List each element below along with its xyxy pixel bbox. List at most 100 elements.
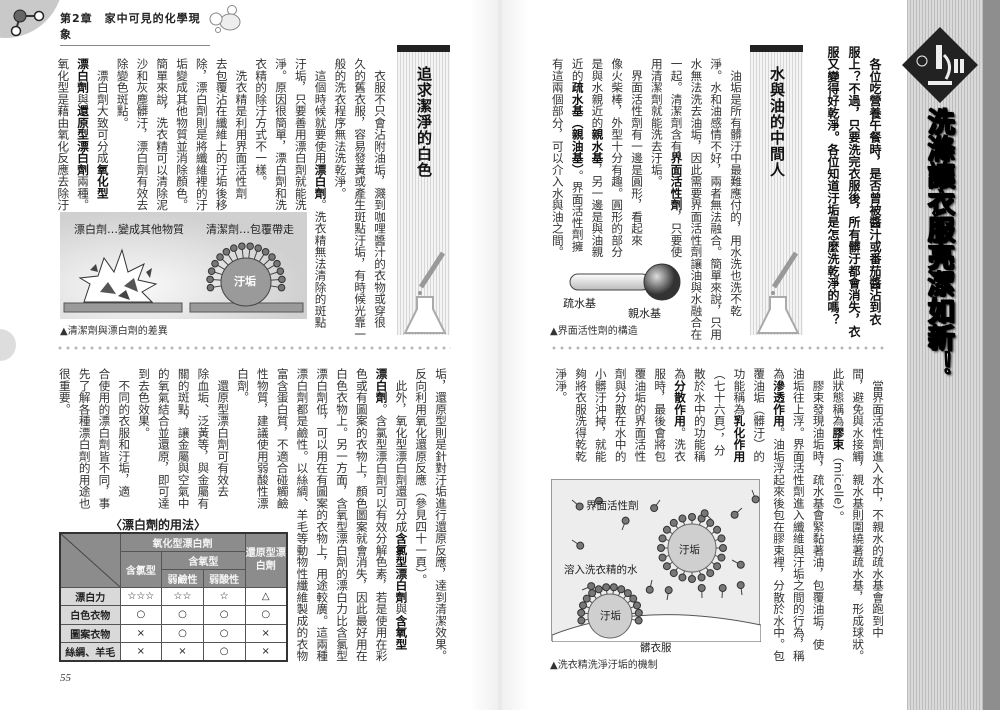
table-cell: ○	[202, 642, 246, 662]
hydrophobic-label: 疏水基	[563, 297, 596, 310]
row-label: 白色衣物	[59, 605, 121, 625]
text-run: 除血垢、泛黃等，與金屬有	[196, 368, 211, 509]
text-run: 關的斑點，讓金屬與空氣中	[176, 368, 191, 509]
surfactant-illustration	[569, 263, 681, 301]
text-column: 油垢往上浮。界面活性劑進入纖維與汙垢之間的行為，稱	[788, 368, 808, 662]
text-column: 簡單來說，洗衣精可以清除泥	[151, 58, 171, 340]
text-run: 此狀態稱為	[831, 368, 846, 427]
text-column: 洗衣精是利用界面活性劑	[231, 58, 251, 340]
text-run: 般的洗衣程序無法洗乾淨。	[333, 58, 348, 199]
text-run: 性物質，建議使用弱酸性漂	[255, 368, 270, 509]
decorative-strip-edge	[983, 0, 1000, 710]
text-run: 服又變得好乾淨。各位知道汙垢是怎麼洗乾淨的嗎？	[826, 46, 840, 326]
surfactant-molecule	[697, 570, 706, 582]
bleach-usage-table: 氧化型漂白劑 還原型漂白劑 含氯型 含氧型 弱鹼性 弱酸性 漂白力☆☆☆☆☆☆△…	[59, 532, 288, 662]
text-run: 不同的衣服和汙垢，適	[117, 368, 132, 498]
text-column: 垢變成其他物質並消除顏色。	[171, 58, 191, 340]
dotted-divider	[550, 346, 885, 350]
surfactant-molecule	[206, 283, 225, 292]
flask-icon	[403, 251, 447, 334]
text-run: 覆油垢的界面活性	[633, 368, 648, 462]
text-column: 色或有圖案的衣物上，顏色圖案就會消失，因此最好用在	[351, 368, 371, 662]
text-run: 小髒汙沖掉，就能	[593, 368, 608, 462]
text-run: 各位吃營養午餐時，是否曾被醬汁或番茄醬沾到衣	[868, 46, 882, 326]
difference-illustration	[63, 242, 304, 313]
intro-text: 各位吃營養午餐時，是否曾被醬汁或番茄醬沾到衣服上？不過，只要洗完衣服後，所有髒汙…	[822, 46, 885, 338]
text-column: 為分散作用。洗衣	[669, 368, 689, 662]
text-run: 衣服不只會沾附油垢，濺到咖哩醬汁的衣物或穿很	[373, 58, 387, 329]
text-run: 到去色效果。	[137, 368, 152, 439]
text-column: 衣服不只會沾附油垢，濺到咖哩醬汁的衣物或穿很	[369, 58, 389, 340]
text-column: 合使用的漂白劑皆不同，事	[94, 368, 114, 662]
bleach-label: 漂白劑…變成其他物質	[74, 223, 184, 236]
text-run: 。含氯型漂白劑可以有效分解色素，若是使用在彩	[374, 403, 389, 662]
text-run: 界面活性劑有一邊是圓形，看起來	[630, 58, 645, 246]
text-run: 服時，最後會將包	[653, 368, 668, 462]
text-run: 油垢往上浮。界面活性劑進入纖維與汙垢之間的行為，稱	[791, 368, 806, 662]
surfactant-molecule	[609, 583, 618, 595]
surfactant-molecule	[662, 525, 673, 535]
text-run: 水無法洗去油垢，因此需要界面活性劑讓油與水融合在	[689, 58, 704, 340]
text-column: 的氧氣結合並還原，即可達	[153, 368, 173, 662]
text-column: 富含蛋白質，不適合碰觸鹼	[272, 368, 292, 662]
text-run: （七十六頁），分	[712, 368, 727, 457]
text-column: 除，漂白劑則是將纖維裡的汙	[191, 58, 211, 340]
text-column: 性物質，建議使用弱酸性漂	[252, 368, 272, 662]
text-column: 汙垢，只要善用漂白劑就能洗	[290, 58, 310, 340]
text-column: 此狀態稱為膠束（micelle）。	[828, 368, 848, 662]
section-heading: 水與油的中間人	[768, 66, 786, 178]
surfactant-molecule	[700, 509, 713, 521]
text-column: 這個時候就要使用漂白劑。洗衣精無法清除的斑點	[310, 58, 330, 340]
text-column: 近的疏水基（親油基）。界面活性劑擁	[567, 58, 587, 340]
bold-term: 親水基	[590, 128, 605, 164]
table-cell: ○	[161, 605, 204, 625]
surfactant-molecule	[650, 499, 661, 513]
text-column: 還原型漂白劑可有效去	[212, 368, 232, 662]
surfactant-molecule	[678, 514, 687, 526]
water-label: 溶入洗衣精的水	[564, 564, 638, 576]
text-run: 用清潔劑就能洗去汙垢。	[649, 58, 664, 188]
text-block-left-bottom: 垢，還原型則是針對汙垢進行還原反應，達到清潔效果。反向利用氧化還原反應（參見四十…	[54, 368, 450, 662]
table-cell: ×	[119, 642, 163, 662]
row-label: 漂白力	[59, 586, 121, 606]
page-number: 55	[60, 672, 71, 684]
text-column: 水無法洗去油垢，因此需要界面活性劑讓油與水融合在	[686, 58, 706, 340]
text-run: 夠將衣服洗得乾乾	[574, 368, 589, 462]
section-heading-bar: 追求潔淨的白色	[397, 45, 450, 335]
text-run: 先了解各種漂白劑的用途也	[77, 368, 92, 509]
text-run: 反向利用氧化還原反應（參見四十一頁）。	[414, 368, 429, 586]
text-column: 漂白劑。含氯型漂白劑可以有效分解色素，若是使用在彩	[371, 368, 391, 662]
bold-term: 分散作用	[673, 379, 688, 427]
text-column: 功能稱為乳化作用	[729, 368, 749, 662]
text-run: 一起。清潔劑含有	[669, 58, 684, 152]
text-column: 油垢是所有髒汙中最難應付的，用水洗也洗不乾	[725, 58, 745, 340]
table-cell: ☆	[202, 586, 246, 606]
text-run: 膠束發現油垢時，疏水基會緊黏著油，包覆油垢，使	[811, 368, 826, 650]
row-label: 絲綢、羊毛	[59, 642, 121, 662]
text-run: ，另一邊是與油親	[590, 163, 605, 258]
surfactant-molecule	[602, 583, 611, 595]
text-run: 這個時候就要使用	[313, 58, 328, 164]
text-run: 久的舊衣服，容易發黃或產生斑點汙垢，有時候光靠一	[353, 58, 368, 340]
text-run: 。洗衣	[673, 426, 688, 462]
text-run: 是與水親近的	[590, 58, 605, 129]
figure-mechanism: 界面活性劑 溶入洗衣精的水 汙垢 汙垢	[551, 479, 761, 642]
surfactant-molecule	[678, 570, 687, 582]
text-column: 垢，還原型則是針對汙垢進行還原反應，達到清潔效果。	[430, 368, 450, 662]
surfactant-molecule	[267, 283, 286, 292]
header-oxygen: 含氧型	[161, 550, 246, 570]
header-chlorine: 含氯型	[119, 550, 163, 588]
laboratory-icon	[902, 27, 978, 103]
surfactant-molecule	[631, 616, 643, 625]
text-run: 當界面活性劑進入水中，不親水的疏水基會跑到中	[871, 368, 885, 639]
text-run: 汙垢，只要善用漂白劑就能洗	[293, 58, 308, 211]
surfactant-molecule	[658, 553, 670, 562]
figure-caption: ▲清潔劑與漂白劑的差異	[60, 326, 168, 337]
text-column: 先了解各種漂白劑的用途也	[74, 368, 94, 662]
text-column: 夠將衣服洗得乾乾	[570, 368, 590, 662]
table-row: 圖案衣物×○○×	[59, 623, 288, 643]
text-column: 久的舊衣服，容易發黃或產生斑點汙垢，有時候光靠一	[349, 58, 369, 340]
text-run: 簡單來說，洗衣精可以清除泥	[155, 58, 170, 211]
surfactant-molecule	[669, 567, 679, 578]
figure-caption: ▲洗衣精洗淨汙垢的機制	[550, 660, 658, 671]
